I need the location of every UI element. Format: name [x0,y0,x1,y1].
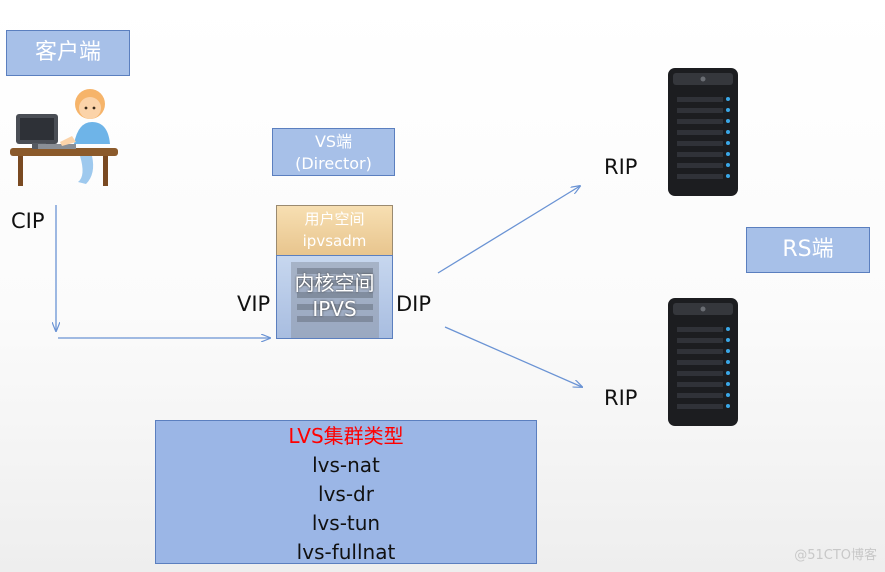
dip-label: DIP [396,292,432,316]
rack-body [291,262,379,338]
lvs-types-box: LVS集群类型 lvs-nat lvs-dr lvs-tun lvs-fulln… [155,420,537,564]
person-eye [92,106,96,110]
drive-bay [677,382,723,387]
cip-label: CIP [11,209,45,233]
drive-bay [677,130,723,135]
drive-bay [677,360,723,365]
rack-slot [297,304,373,310]
drive-bay [677,119,723,124]
drive-bay [677,338,723,343]
lvs-type-item: lvs-dr [318,482,374,506]
lvs-type-item: lvs-nat [312,453,380,477]
drive-bay [677,327,723,332]
person-face [79,97,101,119]
rack-slot [297,292,373,298]
drive-bay [677,349,723,354]
watermark: @51CTO博客 [794,548,877,563]
lvs-type-item: lvs-tun [311,511,381,535]
drive-bay [677,163,723,168]
user-space-label: 用户空间 [304,210,365,228]
status-light [726,119,730,123]
server-logo [700,306,706,312]
status-light [726,393,730,397]
kernel-space-text: 内核空间 IPVS [277,270,392,322]
status-light [726,371,730,375]
table-top [10,148,118,156]
rip-label: RIP [604,155,638,179]
ipvs-label: IPVS [312,297,357,321]
status-light [726,382,730,386]
keyboard [38,144,76,149]
drive-bay [677,108,723,113]
status-light [726,338,730,342]
status-light [726,327,730,331]
kernel-space-box: 内核空间 IPVS [276,255,393,339]
table-leg [103,156,108,186]
status-light [726,141,730,145]
drive-bay [677,393,723,398]
drive-bay [677,404,723,409]
status-light [726,174,730,178]
server-logo [700,76,706,82]
client-person-at-computer-icon [10,89,118,186]
dip-to-rs1-arrow [437,186,580,274]
client-box: 客户端 [6,30,130,76]
vs-title: VS端 [314,132,353,151]
rip-label: RIP [604,386,638,410]
status-light [726,97,730,101]
real-server-1-icon [668,68,738,196]
ipvsadm-label: ipvsadm [302,232,367,250]
status-light [726,349,730,353]
status-light [726,152,730,156]
person-arm [60,136,76,146]
rs-box: RS端 [746,227,870,273]
real-server-2-icon [668,298,738,426]
person-shirt [74,122,110,144]
rack-slot [297,280,373,286]
vs-director-box: VS端 (Director) [272,128,395,176]
rack-slot [297,268,373,274]
rack-slot [297,316,373,322]
table-leg [18,156,23,186]
drive-bay [677,371,723,376]
vs-subtitle: (Director) [295,154,372,173]
status-light [726,163,730,167]
vip-label: VIP [237,292,271,316]
status-light [726,108,730,112]
drive-bay [677,174,723,179]
status-light [726,360,730,364]
person-eye [84,106,88,110]
person-legs [78,156,94,184]
drive-bay [677,97,723,102]
monitor-screen [20,118,54,140]
drive-bay [677,152,723,157]
server-rack-icon [291,262,379,338]
user-space-box: 用户空间 ipvsadm [276,205,393,256]
status-light [726,130,730,134]
kernel-space-label: 内核空间 [294,271,375,295]
lvs-type-item: lvs-fullnat [296,540,396,564]
lvs-types-title: LVS集群类型 [288,424,404,448]
status-light [726,404,730,408]
dip-to-rs2-arrow [444,326,582,387]
drive-bay [677,141,723,146]
